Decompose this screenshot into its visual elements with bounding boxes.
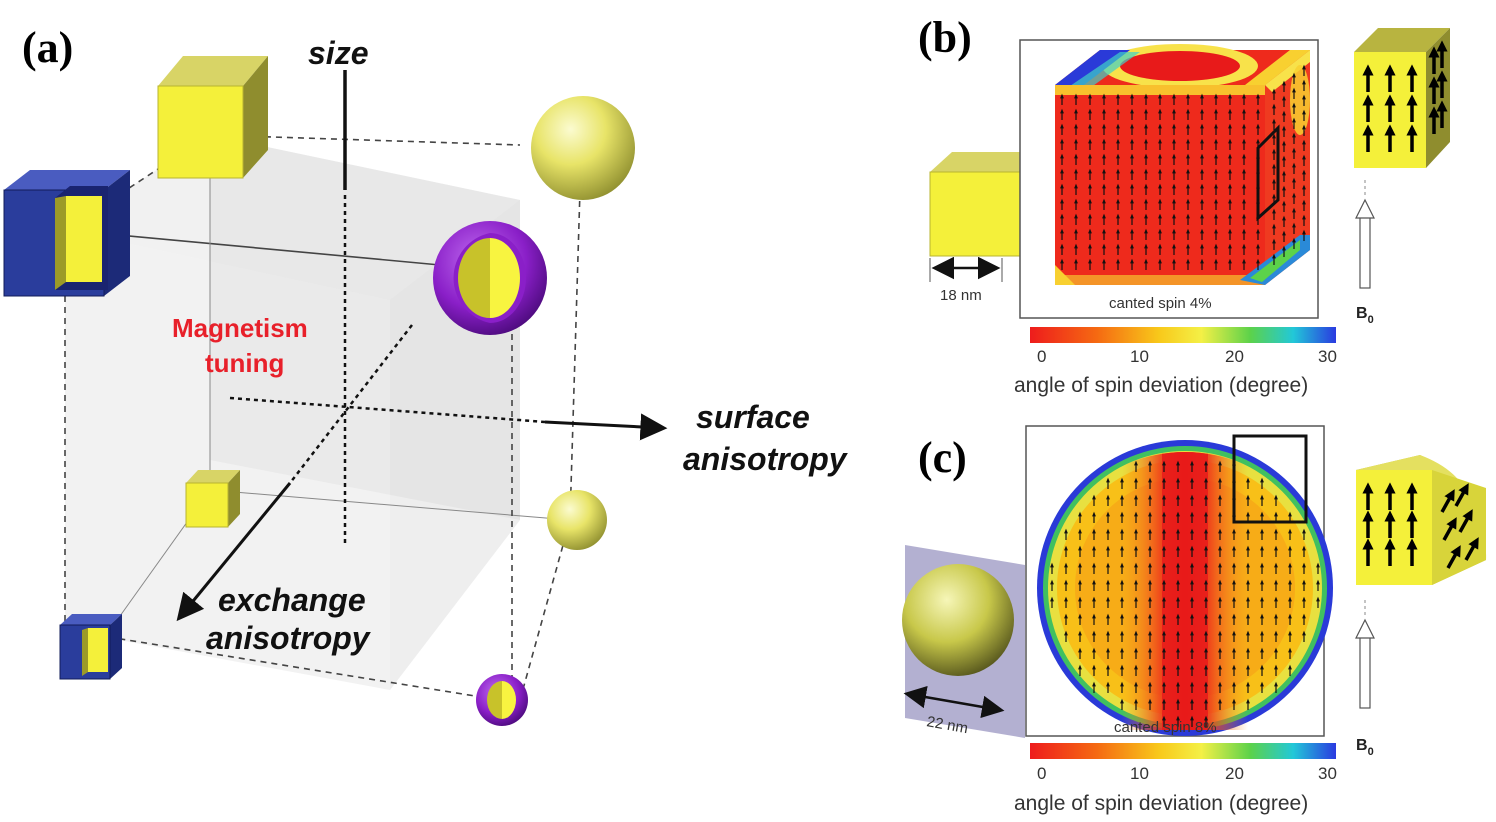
panel-c-tick-30: 30 bbox=[1318, 764, 1337, 783]
small-yellow-cube bbox=[186, 470, 240, 527]
large-core-shell-cube bbox=[4, 170, 130, 296]
panel-c-color-scale bbox=[1030, 743, 1336, 759]
panel-c-tick-10: 10 bbox=[1130, 764, 1149, 783]
panel-c-tick-0: 0 bbox=[1037, 764, 1046, 783]
small-yellow-sphere bbox=[547, 490, 607, 550]
center-label-1: Magnetism bbox=[172, 313, 308, 343]
center-label-2: tuning bbox=[205, 348, 284, 378]
panel-b-scale-title: angle of spin deviation (degree) bbox=[1014, 374, 1308, 397]
panel-b-canted-label: canted spin 4% bbox=[1109, 295, 1212, 312]
panel-b-spin-map bbox=[1055, 44, 1310, 285]
panel-a-label: (a) bbox=[22, 23, 73, 72]
panel-b-zoom-cube bbox=[1354, 28, 1450, 168]
large-core-shell-sphere bbox=[433, 221, 547, 335]
panel-c-sphere-icon: 22 nm bbox=[902, 545, 1025, 738]
axis-size-label: size bbox=[308, 35, 368, 71]
panel-b-field-label: B0 bbox=[1356, 305, 1374, 326]
panel-b-tick-10: 10 bbox=[1130, 347, 1149, 366]
panel-a: (a) size surface bbox=[4, 23, 849, 726]
panel-b-color-scale bbox=[1030, 327, 1336, 343]
large-yellow-sphere bbox=[531, 96, 635, 200]
panel-b-tick-30: 30 bbox=[1318, 347, 1337, 366]
axis-surface-label-2: anisotropy bbox=[683, 441, 849, 477]
axis-surface-label-1: surface bbox=[696, 399, 810, 435]
panel-b-label: (b) bbox=[918, 13, 972, 62]
small-core-shell-cube bbox=[60, 614, 122, 679]
small-core-shell-sphere bbox=[476, 674, 528, 726]
axis-exchange-label-2: anisotropy bbox=[206, 620, 372, 656]
panel-c-tick-20: 20 bbox=[1225, 764, 1244, 783]
panel-c-label: (c) bbox=[918, 433, 967, 482]
panel-b-field-arrow: B0 bbox=[1356, 200, 1374, 326]
panel-c-scale-title: angle of spin deviation (degree) bbox=[1014, 792, 1308, 815]
panel-b-tick-20: 20 bbox=[1225, 347, 1244, 366]
large-yellow-cube bbox=[158, 56, 268, 178]
axis-exchange-label-1: exchange bbox=[218, 582, 366, 618]
panel-c-canted-label: canted spin 8% bbox=[1114, 719, 1217, 736]
panel-b-size-label: 18 nm bbox=[940, 287, 982, 304]
panel-b: (b) 18 nm bbox=[918, 13, 1450, 397]
panel-c-zoom-wedge bbox=[1356, 455, 1486, 585]
panel-b-tick-0: 0 bbox=[1037, 347, 1046, 366]
panel-c-field-arrow: B0 bbox=[1356, 620, 1374, 758]
panel-c-field-label: B0 bbox=[1356, 737, 1374, 758]
panel-c: (c) 22 nm canted spin 8% 0 10 20 30 an bbox=[902, 426, 1486, 815]
panel-b-size-bar: 18 nm bbox=[930, 258, 1002, 304]
